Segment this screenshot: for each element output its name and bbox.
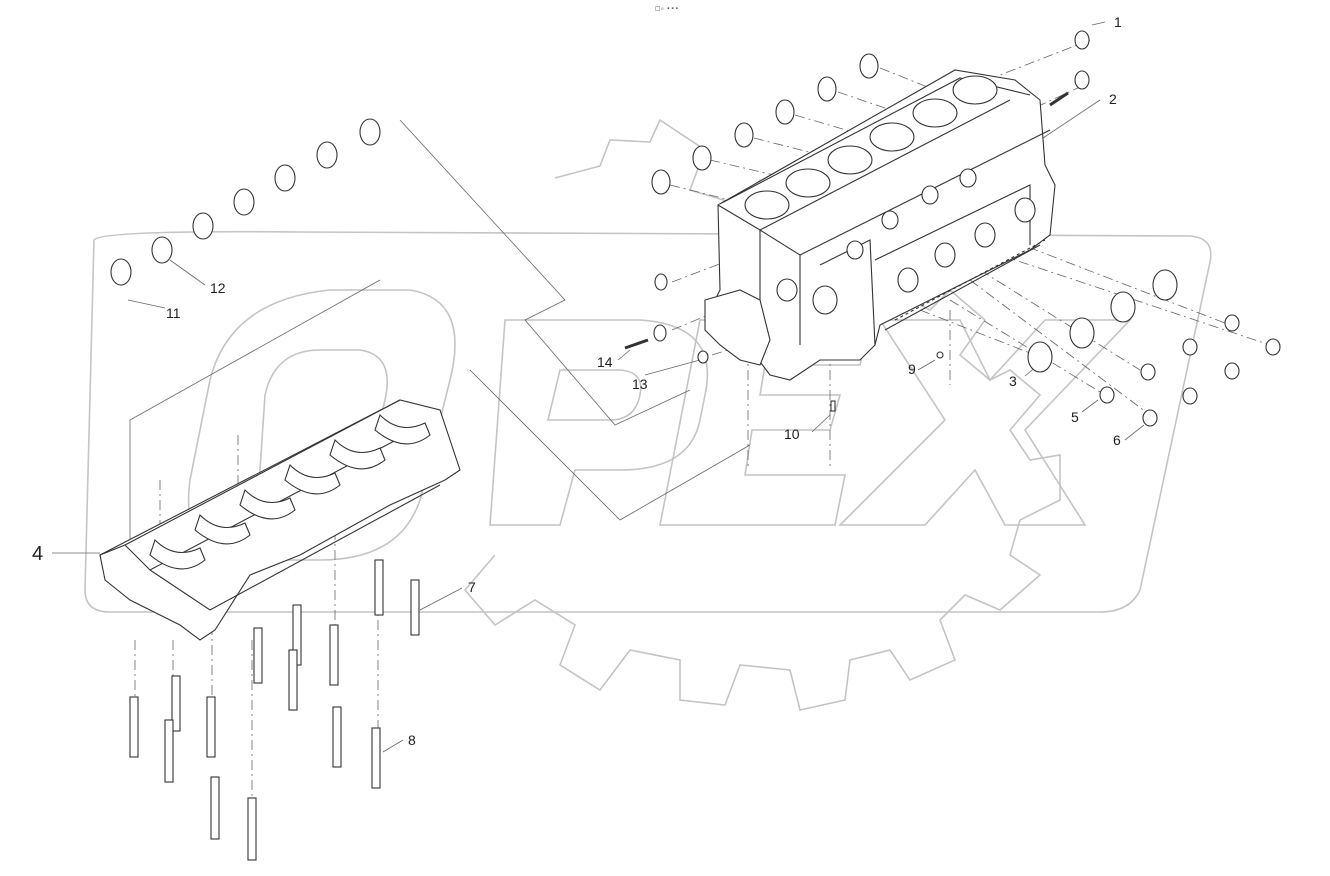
watermark-logo [84,118,1212,711]
main-bearing-bolts [129,559,420,861]
callout-5: 5 [1071,409,1079,425]
callout-13: 13 [632,376,648,392]
callout-4: 4 [32,543,44,565]
callout-14: 14 [597,354,613,370]
bearing-shells [110,118,381,286]
header-code: □₀ ∙∙∙ [655,5,680,12]
crankcase-ladder [99,399,461,641]
callout-12: 12 [210,280,226,296]
cylinder-block [704,69,1056,381]
cylinder-liners [624,30,1281,427]
callout-11: 11 [166,305,181,321]
callout-8: 8 [408,732,416,748]
callout-2: 2 [1109,91,1117,107]
callout-10: 10 [784,426,800,442]
callout-9: 9 [908,361,916,377]
leader-lines [52,21,1271,800]
callout-3: 3 [1009,373,1017,389]
callout-1: 1 [1114,14,1122,30]
callout-6: 6 [1113,432,1121,448]
callout-7: 7 [468,579,476,595]
